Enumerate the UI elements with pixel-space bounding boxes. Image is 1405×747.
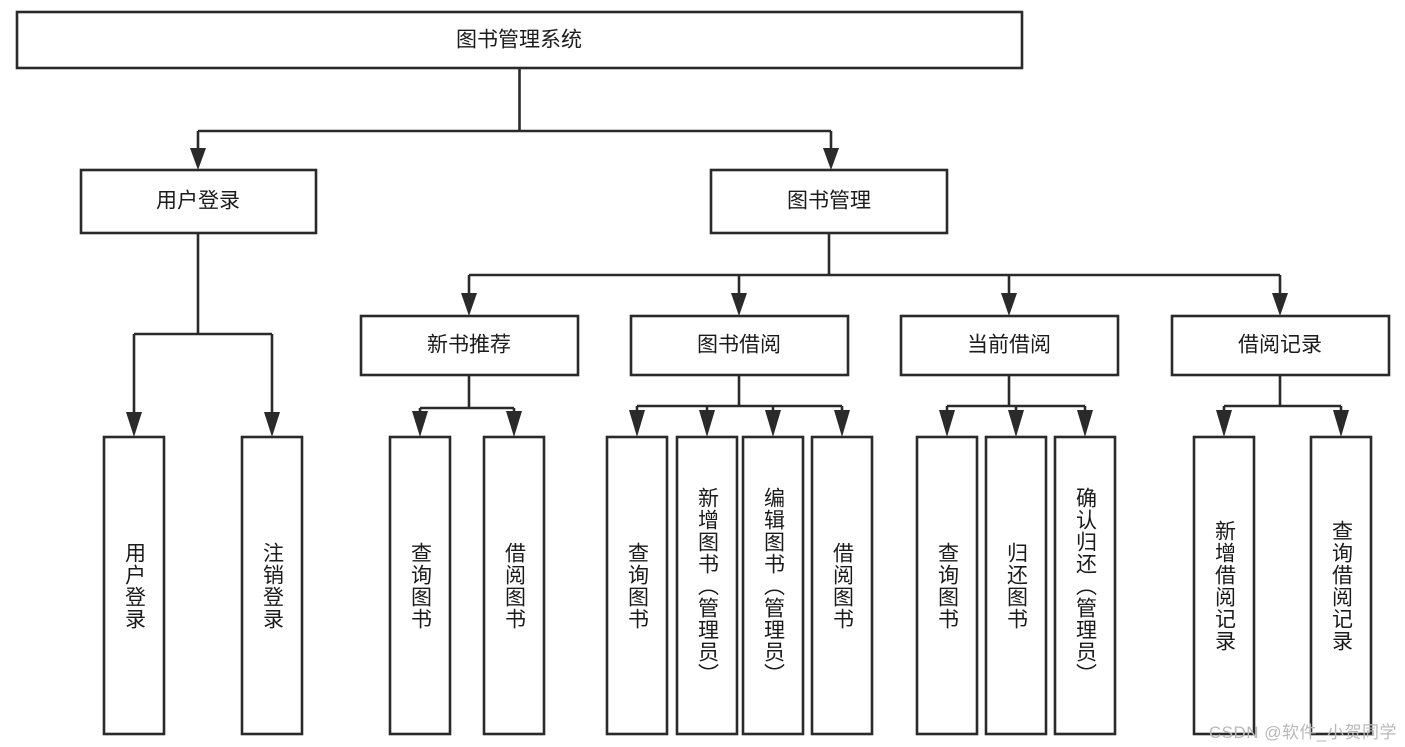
node-leaf-query-borrow-record[interactable]: 查询借阅记录 <box>1309 435 1373 736</box>
node-leaf-bookborrow-query-book-box[interactable] <box>605 435 669 736</box>
node-borrow-record-box[interactable] <box>1170 314 1391 377</box>
node-root-box[interactable] <box>15 10 1024 70</box>
node-leaf-edit-book-admin-label: 编辑图书（管理员） <box>762 487 786 685</box>
node-leaf-confirm-return-admin[interactable]: 确认归还（管理员） <box>1053 435 1117 736</box>
node-leaf-return-book-label: 归还图书 <box>1005 542 1029 630</box>
node-leaf-logout-box[interactable] <box>240 435 304 736</box>
node-leaf-newbook-borrow-book[interactable]: 借阅图书 <box>482 435 546 736</box>
node-book-borrow[interactable]: 图书借阅 <box>629 314 850 377</box>
arrowhead-leaf-currentborrow-2 <box>1008 410 1024 437</box>
node-leaf-currentborrow-query-book[interactable]: 查询图书 <box>915 435 979 736</box>
node-leaf-bookborrow-borrow-book-label: 借阅图书 <box>831 542 855 630</box>
node-leaf-bookborrow-query-book[interactable]: 查询图书 <box>605 435 669 736</box>
node-leaf-newbook-query-book-box[interactable] <box>388 435 452 736</box>
node-user-login-label: 用户登录 <box>156 190 240 213</box>
node-leaf-newbook-borrow-book-box[interactable] <box>482 435 546 736</box>
arrowhead-leaf-newbook-1 <box>412 411 428 437</box>
node-root-label: 图书管理系统 <box>456 29 582 52</box>
node-book-borrow-label: 图书借阅 <box>697 334 781 357</box>
node-leaf-query-borrow-record-box[interactable] <box>1309 435 1373 736</box>
node-new-book-recommend-box[interactable] <box>359 314 580 377</box>
node-leaf-currentborrow-query-book-label: 查询图书 <box>936 542 960 630</box>
node-leaf-bookborrow-borrow-book[interactable]: 借阅图书 <box>810 435 874 736</box>
node-leaf-newbook-query-book-label: 查询图书 <box>409 542 433 630</box>
node-borrow-record[interactable]: 借阅记录 <box>1170 314 1391 377</box>
arrowhead-leaf-bookborrow-4 <box>834 410 850 437</box>
node-root[interactable]: 图书管理系统 <box>15 10 1024 70</box>
node-book-borrow-box[interactable] <box>629 314 850 377</box>
node-leaf-user-login-label: 用户登录 <box>123 542 147 630</box>
arrowhead-new-book <box>461 293 477 316</box>
arrowhead-leaf-borrowrecord-1 <box>1216 410 1232 437</box>
arrowhead-leaf-currentborrow-3 <box>1077 410 1093 437</box>
node-leaf-currentborrow-query-book-box[interactable] <box>915 435 979 736</box>
node-new-book-recommend[interactable]: 新书推荐 <box>359 314 580 377</box>
node-current-borrow-label: 当前借阅 <box>967 334 1051 357</box>
arrowhead-leaf-user-login-1 <box>126 412 142 437</box>
node-leaf-confirm-return-admin-box[interactable] <box>1053 435 1117 736</box>
connectors-group <box>126 68 1349 437</box>
arrowhead-leaf-user-login-2 <box>264 412 280 437</box>
node-leaf-add-borrow-record[interactable]: 新增借阅记录 <box>1192 435 1256 736</box>
node-leaf-confirm-return-admin-label: 确认归还（管理员） <box>1074 487 1098 685</box>
node-leaf-user-login[interactable]: 用户登录 <box>102 435 166 736</box>
node-borrow-record-label: 借阅记录 <box>1238 334 1322 357</box>
watermark-text: CSDN @软件_小贺同学 <box>1208 723 1397 742</box>
node-leaf-newbook-borrow-book-label: 借阅图书 <box>503 542 527 630</box>
node-leaf-user-login-box[interactable] <box>102 435 166 736</box>
node-leaf-newbook-query-book[interactable]: 查询图书 <box>388 435 452 736</box>
node-leaf-edit-book-admin[interactable]: 编辑图书（管理员） <box>741 435 805 736</box>
node-user-login-box[interactable] <box>79 168 318 235</box>
arrowhead-user-login <box>190 148 206 170</box>
node-leaf-query-borrow-record-label: 查询借阅记录 <box>1330 520 1354 652</box>
arrowhead-book-manage <box>823 148 839 170</box>
node-user-login[interactable]: 用户登录 <box>79 168 318 235</box>
arrowhead-current-borrow <box>1001 293 1017 316</box>
arrowhead-leaf-borrowrecord-2 <box>1333 410 1349 437</box>
arrowhead-borrow-record <box>1272 293 1288 316</box>
node-leaf-logout-label: 注销登录 <box>261 542 285 630</box>
arrowhead-leaf-bookborrow-2 <box>699 410 715 437</box>
arrowhead-leaf-newbook-2 <box>506 411 522 437</box>
node-book-manage-label: 图书管理 <box>787 190 871 213</box>
node-leaf-add-book-admin[interactable]: 新增图书（管理员） <box>675 435 739 736</box>
node-current-borrow[interactable]: 当前借阅 <box>899 314 1120 377</box>
node-leaf-add-borrow-record-label: 新增借阅记录 <box>1213 520 1237 652</box>
node-book-manage-box[interactable] <box>709 168 949 235</box>
node-leaf-edit-book-admin-box[interactable] <box>741 435 805 736</box>
node-leaf-bookborrow-borrow-book-box[interactable] <box>810 435 874 736</box>
node-leaf-add-borrow-record-box[interactable] <box>1192 435 1256 736</box>
arrowhead-leaf-currentborrow-1 <box>939 410 955 437</box>
arrowhead-leaf-bookborrow-1 <box>629 410 645 437</box>
node-leaf-logout[interactable]: 注销登录 <box>240 435 304 736</box>
arrowhead-book-borrow <box>731 293 747 316</box>
node-current-borrow-box[interactable] <box>899 314 1120 377</box>
node-book-manage[interactable]: 图书管理 <box>709 168 949 235</box>
node-leaf-bookborrow-query-book-label: 查询图书 <box>626 542 650 630</box>
arrowhead-leaf-bookborrow-3 <box>765 410 781 437</box>
node-leaf-add-book-admin-label: 新增图书（管理员） <box>696 487 720 685</box>
node-leaf-return-book-box[interactable] <box>984 435 1048 736</box>
node-leaf-return-book[interactable]: 归还图书 <box>984 435 1048 736</box>
node-new-book-recommend-label: 新书推荐 <box>427 334 511 357</box>
node-leaf-add-book-admin-box[interactable] <box>675 435 739 736</box>
